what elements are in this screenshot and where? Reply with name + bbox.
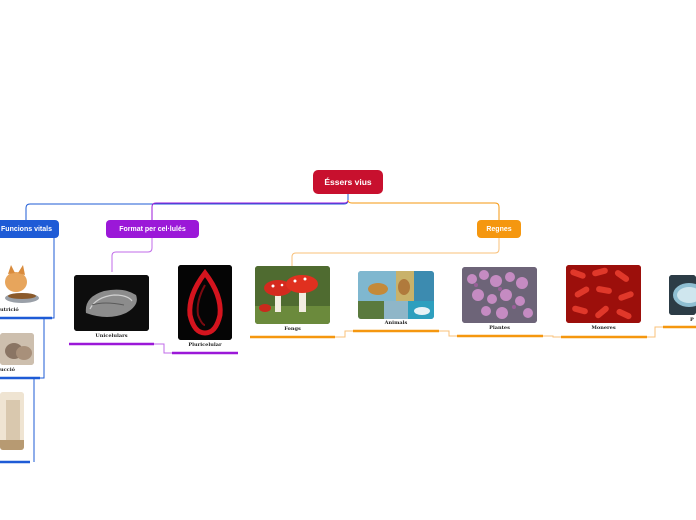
red-bacteria-photo-icon (566, 265, 641, 323)
connector-plantes-moneres (543, 335, 561, 338)
connector-moneres-protists (647, 326, 663, 338)
kittens-photo-icon (0, 333, 34, 365)
blue-protist-photo-icon (669, 275, 696, 315)
animals-collage-photo-icon (358, 271, 434, 319)
root-label: Éssers vius (324, 177, 372, 187)
leaf-unicel-label: Unicelulars (95, 333, 128, 339)
leaf-protists-label: P (690, 317, 694, 323)
connector-regnes-fongs (291, 238, 500, 266)
leaf-reproduccio-label: ucció (0, 367, 15, 373)
branch-format-cel[interactable]: Format per cel·lulés (106, 220, 199, 238)
connector-root-format (151, 199, 349, 220)
connector-format-unicel (111, 238, 153, 272)
connector-unicel-pluricel (154, 343, 172, 354)
microscope-cell-photo-icon (74, 275, 149, 331)
leaf-fongs-label: Fongs (284, 326, 301, 332)
connector-animals-plantes (439, 330, 457, 337)
connector-root-regnes (347, 199, 500, 220)
leaf-nutricio-label: utrició (0, 307, 19, 313)
leaf-animals-label: Animals (384, 320, 408, 326)
branch-regnes-label: Regnes (486, 225, 512, 233)
connector-fongs-animals (335, 330, 353, 338)
branch-regnes[interactable]: Regnes (477, 220, 521, 238)
leaf-moneres-label: Moneres (591, 325, 616, 331)
leaf-plantes-label: Plantes (489, 325, 510, 331)
mushrooms-photo-icon (255, 266, 330, 324)
cat-eating-photo-icon (0, 260, 40, 304)
connector-funcions-down (33, 237, 55, 462)
branch-funcions-vitals[interactable]: Funcions vitals (0, 220, 59, 238)
leaf-pluricel-label: Pluricelular (188, 342, 222, 348)
root-node[interactable]: Éssers vius (313, 170, 383, 194)
branch-format-label: Format per cel·lulés (119, 225, 186, 233)
heather-flowers-photo-icon (462, 267, 537, 323)
branch-funcions-label: Funcions vitals (1, 225, 52, 233)
room-photo-icon (0, 392, 24, 450)
red-embryo-photo-icon (178, 265, 232, 340)
connector-root-funcions (25, 194, 349, 220)
